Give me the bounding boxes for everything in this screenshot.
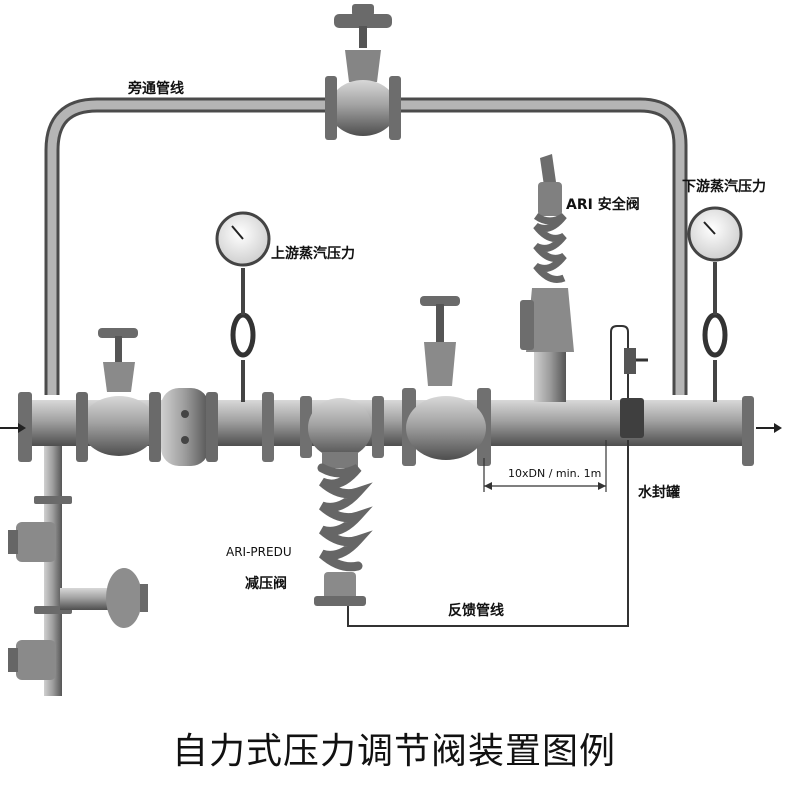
diagram-caption: 自力式压力调节阀装置图例 bbox=[171, 731, 616, 772]
feedback-line bbox=[347, 440, 629, 627]
bypass-line-label: 旁通管线 bbox=[128, 81, 184, 97]
downstream-pressure-label: 下游蒸汽压力 bbox=[682, 179, 766, 195]
reducer-name-label: 减压阀 bbox=[245, 576, 287, 592]
outlet-flow-arrow-icon bbox=[756, 423, 782, 433]
bypass-line bbox=[44, 97, 688, 395]
drain-valve-assembly-icon bbox=[8, 446, 148, 696]
upstream-pressure-label: 上游蒸汽压力 bbox=[271, 246, 355, 262]
distance-label: 10xDN / min. 1m bbox=[508, 467, 602, 480]
pipe-flanges bbox=[262, 388, 491, 466]
pressure-reducing-valve-icon bbox=[308, 398, 373, 606]
inlet-flow-arrow-icon bbox=[0, 423, 26, 433]
feedback-line-label: 反馈管线 bbox=[448, 603, 504, 619]
outlet-globe-valve-icon bbox=[406, 296, 486, 460]
safety-valve-icon bbox=[520, 154, 574, 402]
strainer-icon bbox=[161, 388, 218, 466]
inlet-globe-valve-icon bbox=[76, 328, 161, 462]
water-seal-label: 水封罐 bbox=[638, 485, 680, 501]
upstream-pressure-gauge-icon bbox=[215, 211, 271, 402]
downstream-pressure-gauge-icon bbox=[687, 206, 743, 402]
reducer-model-label: ARI-PREDU bbox=[226, 545, 292, 559]
bypass-globe-valve-icon bbox=[325, 4, 401, 140]
safety-valve-label: ARI 安全阀 bbox=[566, 197, 640, 213]
water-seal-pot-icon bbox=[610, 325, 648, 438]
distance-dimension bbox=[483, 440, 607, 492]
